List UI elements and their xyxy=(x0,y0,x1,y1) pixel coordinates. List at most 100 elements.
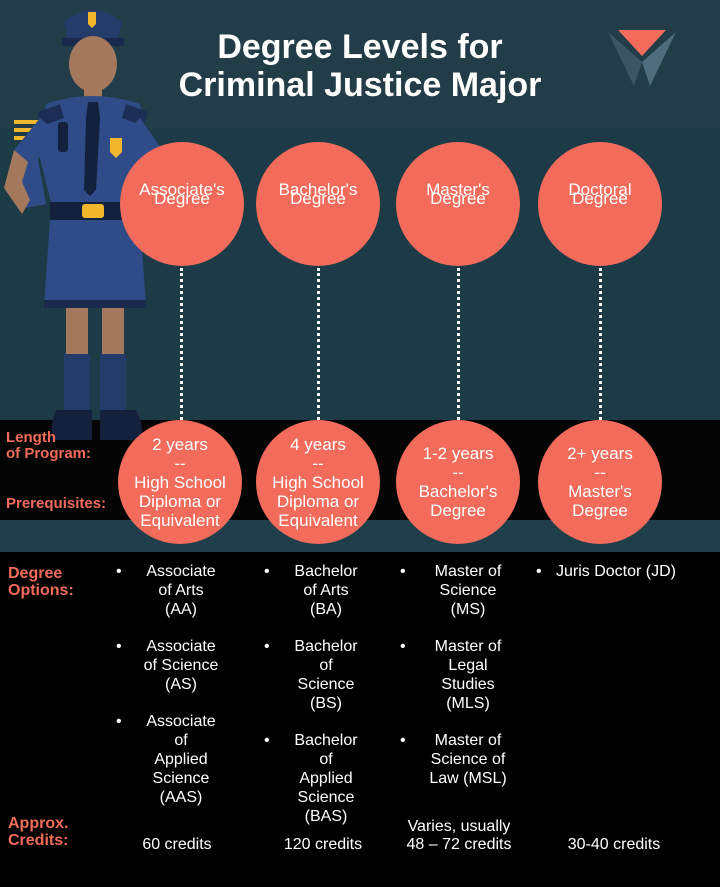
prereq-line: Degree xyxy=(572,501,628,520)
prereq-line: High School xyxy=(134,472,226,492)
label-line: Length xyxy=(6,429,56,446)
separator: -- xyxy=(452,463,464,482)
program-length: 2 years xyxy=(152,434,208,454)
option-line: Science xyxy=(152,770,210,787)
separator: -- xyxy=(312,453,324,473)
option-line: Master of xyxy=(434,563,502,580)
options-list-associate: Associate of Arts (AA) Associate of Scie… xyxy=(116,562,226,807)
option-line: Juris Doctor (JD) xyxy=(556,563,677,580)
program-length: 2+ years xyxy=(567,444,633,463)
program-length: 4 years xyxy=(290,434,346,454)
option-line: of xyxy=(319,657,333,674)
page-title: Degree Levels for Criminal Justice Major xyxy=(150,28,570,104)
option-line: Legal xyxy=(448,657,488,674)
label-line: Degree xyxy=(8,565,63,582)
degree-name-line: Degree xyxy=(290,189,346,208)
list-item: Master of Science of Law (MSL) xyxy=(400,731,516,788)
prereq-line: Equivalent xyxy=(140,510,220,530)
option-line: Applied xyxy=(299,770,353,787)
prereq-line: High School xyxy=(272,472,364,492)
options-list-doctoral: Juris Doctor (JD) xyxy=(536,562,712,581)
option-line: Associate xyxy=(146,638,216,655)
length-prereq-circle-doctoral: 2+ years -- Master's Degree xyxy=(538,420,662,544)
options-list-bachelor: Bachelor of Arts (BA) Bachelor of Scienc… xyxy=(264,562,368,826)
prereq-line: Equivalent xyxy=(278,510,358,530)
list-item: Associate of Applied Science (AAS) xyxy=(116,712,226,807)
approx-credits-label: Approx. Credits: xyxy=(8,815,68,849)
option-line: of xyxy=(319,751,333,768)
list-item: Bachelor of Arts (BA) xyxy=(264,562,368,619)
length-prereq-circle-master: 1-2 years -- Bachelor's Degree xyxy=(396,420,520,544)
list-item: Master of Legal Studies (MLS) xyxy=(400,637,516,713)
credits-line: 48 – 72 credits xyxy=(406,836,512,853)
length-prereq-circle-bachelor: 4 years -- High School Diploma or Equiva… xyxy=(256,420,380,544)
options-list-master: Master of Science (MS) Master of Legal S… xyxy=(400,562,516,788)
program-length: 1-2 years xyxy=(422,444,494,463)
option-line: Law (MSL) xyxy=(429,770,507,787)
option-line: (AA) xyxy=(165,601,197,618)
length-prereq-circle-associate: 2 years -- High School Diploma or Equiva… xyxy=(118,420,242,544)
degree-name-line: Doctoral xyxy=(568,180,632,199)
connector-dots xyxy=(599,268,602,426)
length-of-program-label: Length of Program: xyxy=(6,430,91,462)
option-line: of Arts xyxy=(158,582,204,599)
option-line: Master of xyxy=(434,732,502,749)
option-line: Associate xyxy=(146,713,216,730)
connector-dots xyxy=(317,268,320,426)
credits-master: Varies, usually 48 – 72 credits xyxy=(384,818,534,854)
option-line: Bachelor xyxy=(294,563,358,580)
connector-dots xyxy=(180,268,183,426)
degree-name-line: Associate's xyxy=(139,180,225,199)
list-item: Bachelor of Applied Science (BAS) xyxy=(264,731,368,826)
option-line: Applied xyxy=(154,751,208,768)
option-line: (BAS) xyxy=(304,808,348,825)
option-line: Science xyxy=(439,582,497,599)
credits-associate: 60 credits xyxy=(142,836,212,853)
option-line: Master of xyxy=(434,638,502,655)
option-line: Studies xyxy=(441,676,495,693)
degree-name-line: Master's xyxy=(426,180,490,199)
prerequisites-label: Prerequisites: xyxy=(6,495,107,512)
prereq-line: Bachelor's xyxy=(418,482,498,501)
option-line: of Science xyxy=(143,657,219,674)
list-item: Bachelor of Science (BS) xyxy=(264,637,368,713)
degree-name-line: Bachelor's xyxy=(278,180,358,199)
degree-options-label: Degree Options: xyxy=(8,565,74,599)
credits-doctoral: 30-40 credits xyxy=(567,836,661,853)
option-line: of xyxy=(174,732,188,749)
degree-name-line: Degree xyxy=(154,189,210,208)
title-line-1: Degree Levels for xyxy=(217,28,503,66)
label-line: Options: xyxy=(8,582,74,599)
prereq-line: Degree xyxy=(430,501,486,520)
label-line: Approx. xyxy=(8,815,69,832)
credits-bachelor: 120 credits xyxy=(283,836,363,853)
option-line: (BS) xyxy=(310,695,342,712)
option-line: Science of xyxy=(430,751,506,768)
prereq-line: Diploma or xyxy=(276,491,360,511)
connector-dots xyxy=(457,268,460,426)
brand-logo xyxy=(608,30,676,86)
prereq-line: Diploma or xyxy=(138,491,222,511)
degree-name-line: Degree xyxy=(430,189,486,208)
separator: -- xyxy=(174,453,186,473)
option-line: (BA) xyxy=(310,601,342,618)
separator: -- xyxy=(594,463,606,482)
option-line: Science xyxy=(297,789,355,806)
option-line: Associate xyxy=(146,563,216,580)
degree-name-line: Degree xyxy=(572,189,628,208)
title-line-2: Criminal Justice Major xyxy=(178,66,542,104)
option-line: (AAS) xyxy=(159,789,203,806)
list-item: Associate of Science (AS) xyxy=(116,637,226,694)
list-item: Master of Science (MS) xyxy=(400,562,516,619)
option-line: Bachelor xyxy=(294,638,358,655)
option-line: (MS) xyxy=(450,601,486,618)
list-item: Juris Doctor (JD) xyxy=(536,562,712,581)
option-line: Bachelor xyxy=(294,732,358,749)
option-line: Science xyxy=(297,676,355,693)
label-line: Credits: xyxy=(8,832,69,849)
credits-line: Varies, usually xyxy=(407,818,511,835)
option-line: (MLS) xyxy=(446,695,490,712)
